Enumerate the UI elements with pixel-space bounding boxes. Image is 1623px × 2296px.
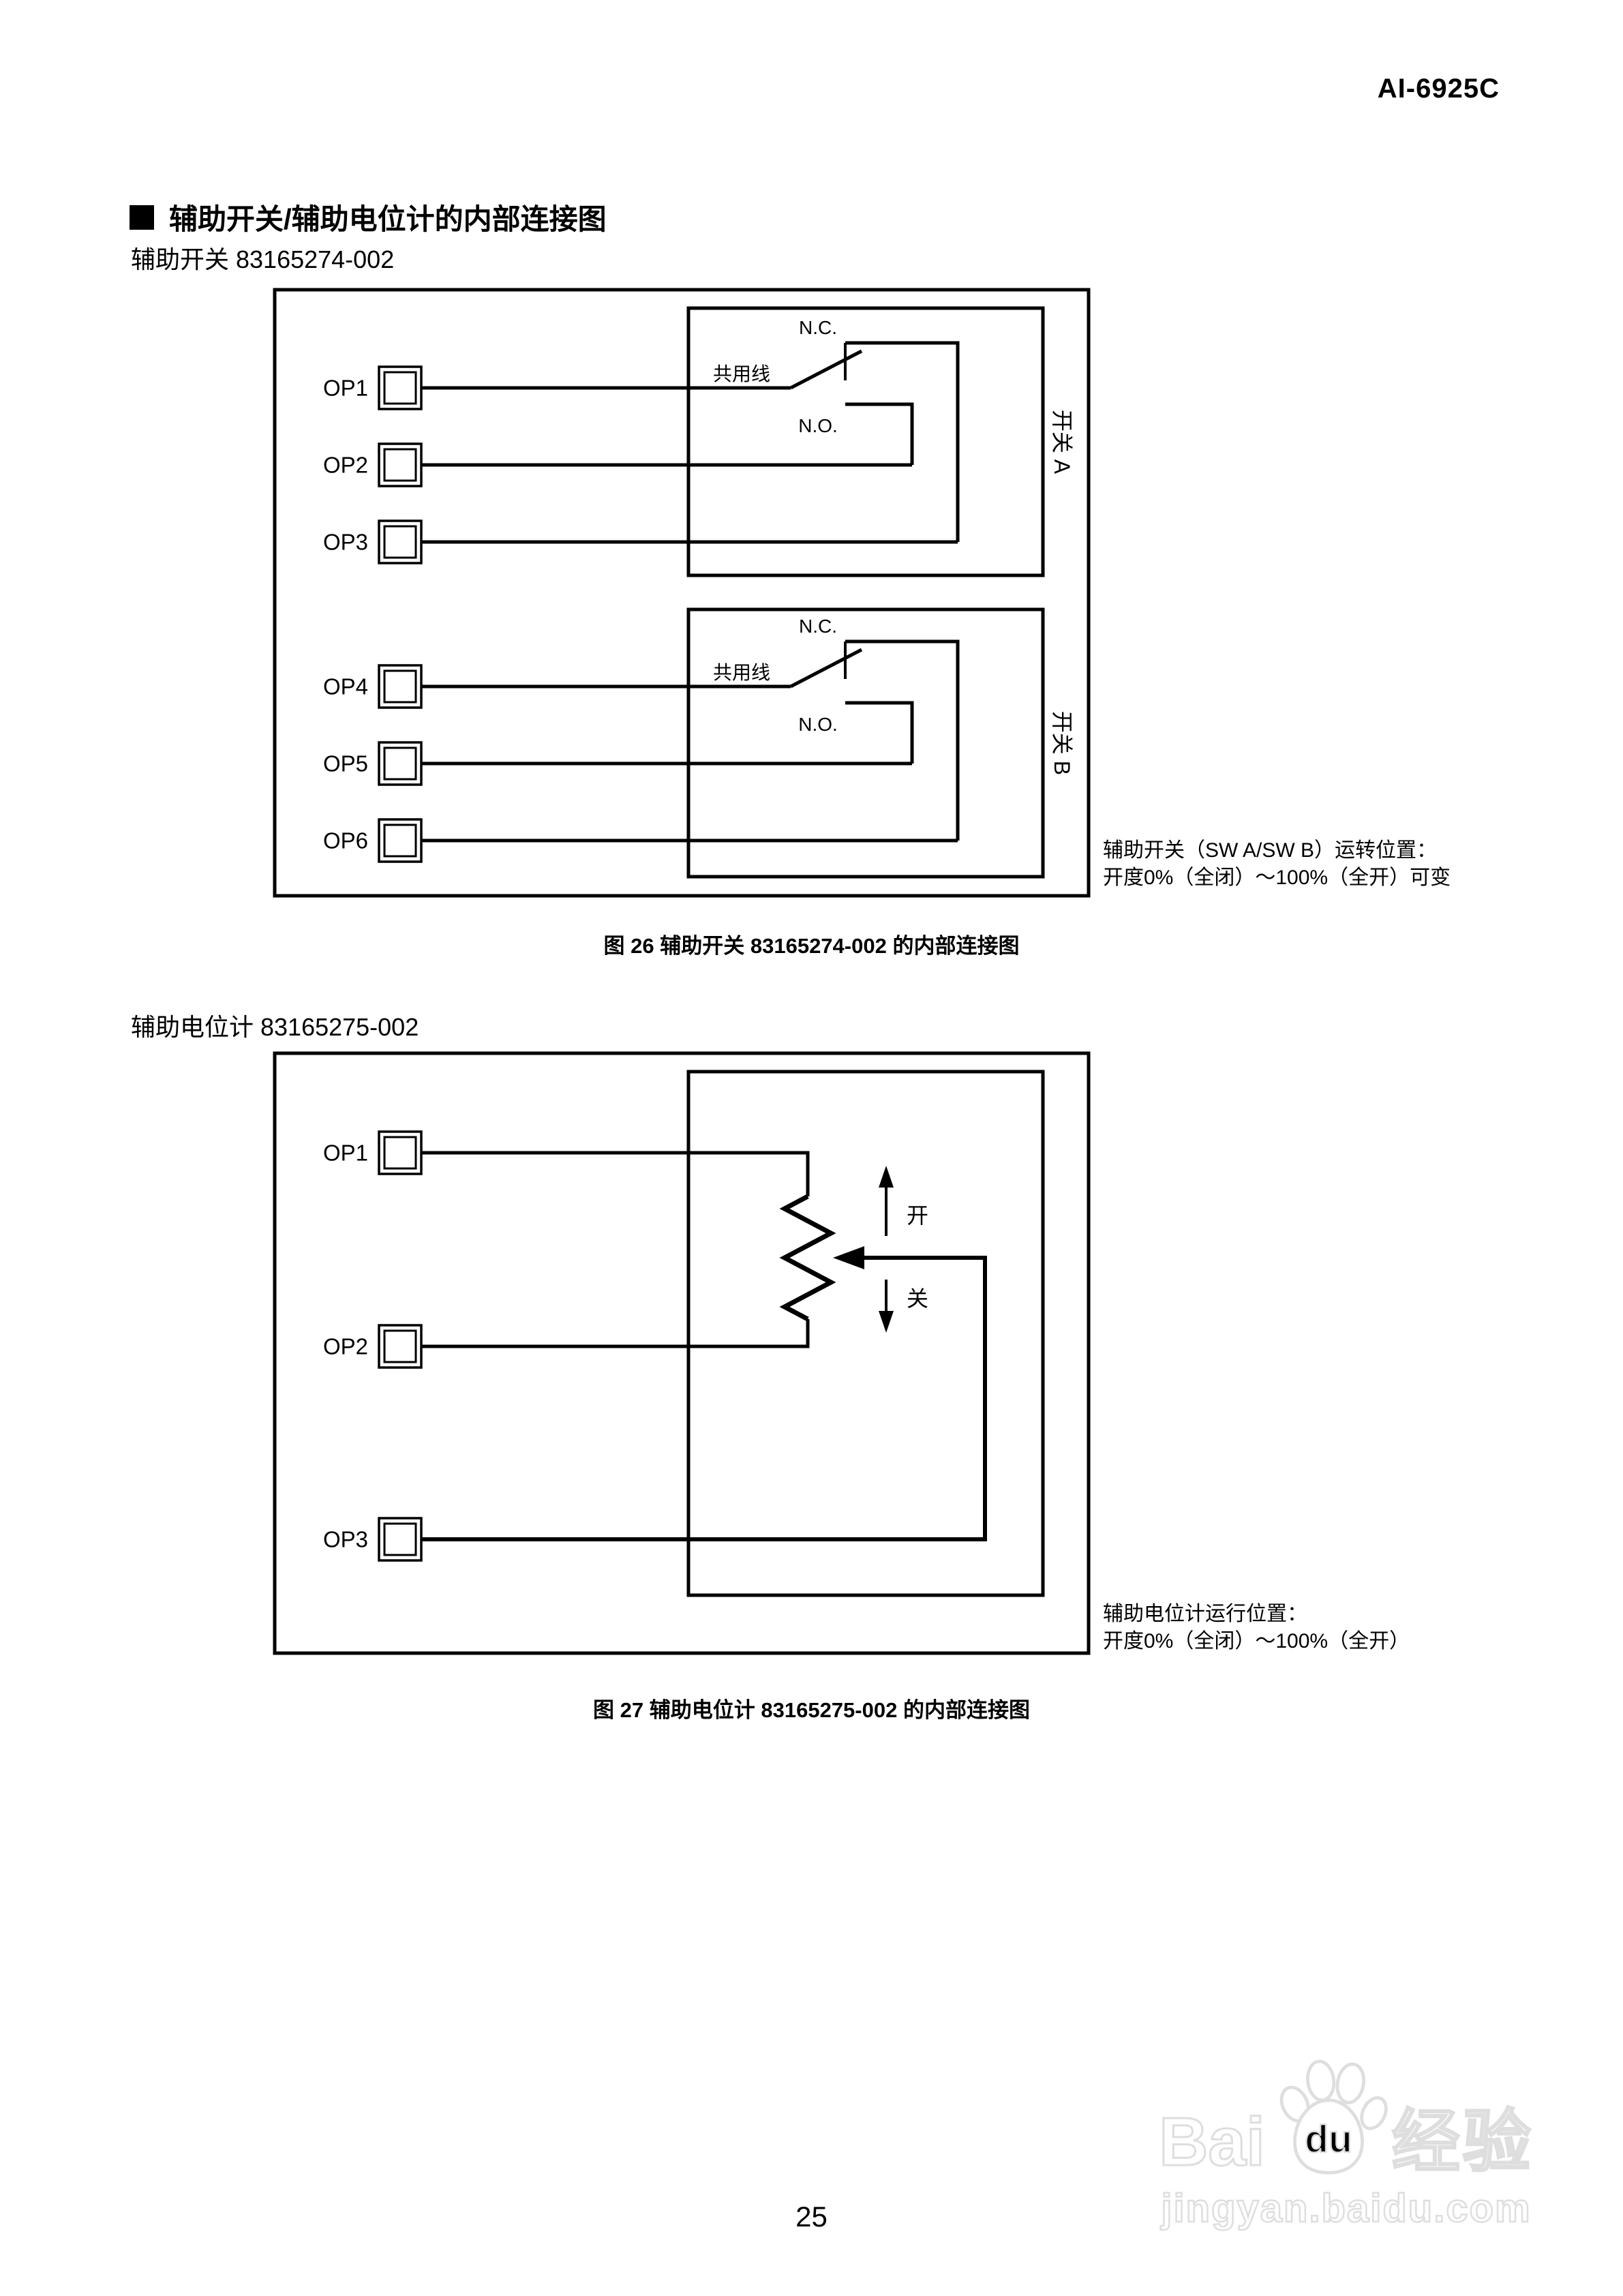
page-number: 25 [795,2201,828,2233]
switch-a-no-wire [845,402,914,465]
switch-b-box [686,607,1045,879]
switch-note-line2: 开度0%（全闭）～100%（全开）可变 [1103,866,1451,889]
pot-op3-terminal-inner [383,1522,417,1556]
open-label: 开 [907,1203,928,1228]
baidu-jingyan-watermark: Bai du 经验 jingyan.baidu.com [1125,2049,1568,2231]
pot-op3-wiper-wire [421,1256,987,1541]
switch-b-nc-wire [845,639,960,841]
down-arrowhead-icon [879,1311,894,1333]
op5-label: OP5 [323,751,368,776]
pot-op3-label: OP3 [323,1527,368,1552]
switch-a-lever [789,349,863,390]
op6-label: OP6 [323,828,368,854]
potentiometer-position-note: 辅助电位计运行位置： 开度0%（全闭）～100%（全开） [1103,1601,1410,1655]
figure27-caption: 图 27 辅助电位计 83165275-002 的内部连接图 [593,1698,1030,1722]
document-model-header: AI-6925C [1377,74,1500,104]
op1-terminal-inner [383,371,417,405]
op2-terminal-inner [383,448,417,482]
switch-a-no-label: N.O. [798,415,838,436]
pot-note-line2: 开度0%（全闭）～100%（全开） [1103,1630,1410,1652]
switch-a-nc-label: N.C. [799,317,837,338]
switch-note-line1: 辅助开关（SW A/SW B）运转位置： [1103,839,1438,862]
pot-op1-terminal-inner [383,1136,417,1170]
pot-op2-terminal-inner [383,1329,417,1363]
pot-op1-label: OP1 [323,1141,368,1166]
watermark-bai-text: Bai [1158,2104,1266,2180]
square-bullet-icon [130,205,154,230]
op2-label: OP2 [323,453,368,478]
switch-b-no-wire [845,701,914,764]
watermark-url: jingyan.baidu.com [1160,2186,1532,2232]
switch-b-nc-label: N.C. [799,616,837,637]
op4-label: OP4 [323,674,368,699]
switch-b-common-label: 共用线 [713,662,770,683]
potentiometer-resistor [779,1194,836,1322]
close-label: 关 [907,1286,928,1311]
switch-position-note: 辅助开关（SW A/SW B）运转位置： 开度0%（全闭）～100%（全开）可变 [1103,837,1451,892]
watermark-jingyan-text: 经验 [1391,2104,1534,2180]
switch-a-nc-wire [845,341,960,542]
op3-terminal-inner [383,525,417,559]
switch-a-box [686,306,1045,577]
diagram2-subtitle: 辅助电位计 83165275-002 [131,1013,419,1041]
diagram1-subtitle: 辅助开关 83165274-002 [131,245,395,273]
switch-b-no-label: N.O. [798,714,838,735]
switch-a-common-label: 共用线 [713,363,770,384]
diagram1-outer-box [273,288,1091,898]
op4-terminal-inner [383,669,417,704]
section-title: 辅助开关/辅助电位计的内部连接图 [169,203,607,235]
diagram2-outer-box [273,1051,1091,1655]
watermark-brand-row: Bai du 经验 [1125,2049,1568,2181]
wiper-arrowhead-icon [833,1246,864,1269]
up-arrowhead-icon [879,1166,894,1188]
switch-b-lever [789,648,863,689]
switch-a-label: 开关 A [1050,410,1074,474]
aux-switch-wiring-diagram: 开关 A 开关 B N.C. 共用线 N.O. N.C. 共用线 N.O. OP… [273,288,1091,898]
pot-op2-label: OP2 [323,1334,368,1359]
figure26-caption: 图 26 辅助开关 83165274-002 的内部连接图 [603,934,1020,958]
switch-b-label: 开关 B [1050,711,1074,775]
section-heading: 辅助开关/辅助电位计的内部连接图 [130,196,607,238]
pot-op1-wire [421,1151,810,1196]
pot-op2-wire [421,1319,810,1348]
watermark-du-text: du [1305,2117,1352,2161]
op1-label: OP1 [323,376,368,401]
aux-potentiometer-wiring-diagram: 开 关 OP1 OP2 OP3 [273,1051,1091,1655]
op3-label: OP3 [323,530,368,555]
pot-note-line1: 辅助电位计运行位置： [1103,1603,1307,1625]
baidu-paw-icon: du [1279,2059,1388,2175]
op6-terminal-inner [383,824,417,858]
potentiometer-box [686,1070,1045,1597]
op5-terminal-inner [383,746,417,781]
